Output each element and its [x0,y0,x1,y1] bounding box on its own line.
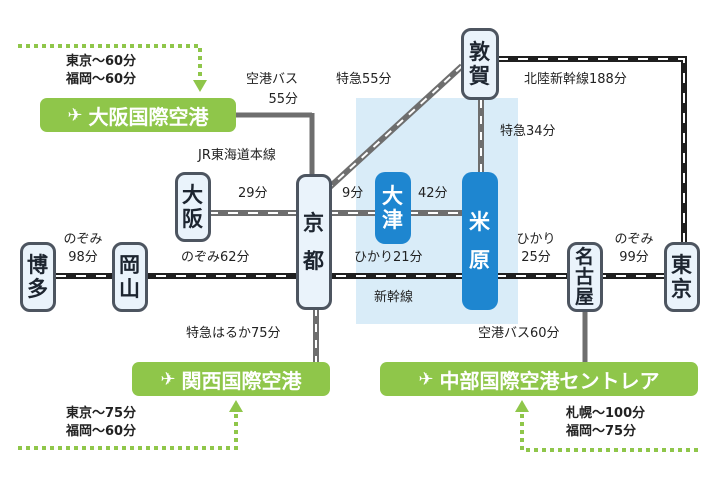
access-chubu-fukuoka: 福岡〜75分 [566,424,637,439]
access-kansai-fukuoka: 福岡〜60分 [66,424,137,439]
airplane-icon: ✈ [160,368,176,390]
label-hikari25-1: ひかり [516,232,556,247]
access-arrow-itami [193,80,207,92]
airport-itami[interactable]: ✈ 大阪国際空港 [40,98,236,132]
label-nozomi62: のぞみ62分 [181,250,250,265]
airplane-icon: ✈ [418,368,434,390]
station-nagoya[interactable]: 名古屋 [567,242,603,312]
label-otsu-maibara: 42分 [418,186,448,201]
airport-chubu[interactable]: ✈ 中部国際空港セントレア [380,362,698,396]
station-osaka[interactable]: 大阪 [175,172,211,242]
station-tokyo[interactable]: 東京 [664,242,700,312]
access-line-kansai [18,410,238,450]
tokkyu-diagonal-dash [319,65,463,197]
label-airport-bus-osaka-2: 55分 [268,92,298,107]
station-okayama[interactable]: 岡山 [112,242,148,312]
label-airport-bus-osaka-1: 空港バス [245,72,298,87]
hokuriku-line-dash [498,58,685,244]
label-nozomi-hakata-2: 98分 [68,250,98,265]
label-kyoto-otsu: 9分 [342,186,364,201]
label-hokuriku: 北陸新幹線188分 [524,72,627,87]
access-itami-tokyo: 東京〜60分 [66,54,137,69]
label-airport-bus-chubu: 空港バス60分 [478,326,560,341]
label-haruka: 特急はるか75分 [186,326,281,341]
label-nozomi-hakata-1: のぞみ [63,232,103,247]
access-kansai-tokyo: 東京〜75分 [66,406,137,421]
station-tsuruga[interactable]: 敦賀 [461,28,499,100]
airport-kansai[interactable]: ✈ 関西国際空港 [132,362,330,396]
label-nozomi-tokyo-2: 99分 [619,250,649,265]
station-hakata[interactable]: 博多 [20,242,56,312]
airplane-icon: ✈ [67,104,83,126]
access-arrow-chubu [515,400,529,412]
station-maibara[interactable]: 米原 [462,172,498,310]
label-hikari21: ひかり21分 [354,250,423,265]
access-arrow-kansai [229,400,243,412]
label-osaka-kyoto: 29分 [238,186,268,201]
access-itami-fukuoka: 福岡〜60分 [66,72,137,87]
label-nozomi-tokyo-1: のぞみ [614,232,654,247]
station-kyoto[interactable]: 京都 [296,174,332,310]
access-chubu-sapporo: 札幌〜100分 [566,406,646,421]
label-hikari25-2: 25分 [521,250,551,265]
label-tokkyu34: 特急34分 [500,124,556,139]
label-tokkyu55: 特急55分 [336,72,392,87]
label-shinkansen: 新幹線 [374,290,414,305]
station-otsu[interactable]: 大津 [375,172,411,244]
label-jr-tokaido: JR東海道本線 [198,148,276,163]
